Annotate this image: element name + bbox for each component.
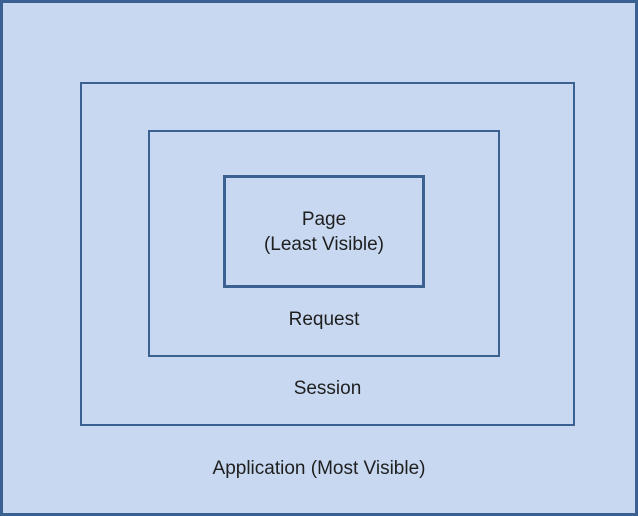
page-label-line1: Page — [301, 208, 347, 230]
application-label-zone: Application (Most Visible) — [3, 423, 635, 513]
application-label: Application (Most Visible) — [212, 457, 426, 479]
page-label-line2: (Least Visible) — [263, 233, 385, 255]
session-label: Session — [293, 378, 362, 399]
request-label: Request — [288, 309, 360, 330]
session-box — [80, 82, 575, 426]
request-box — [148, 130, 500, 357]
page-box: Page (Least Visible) — [223, 175, 425, 288]
session-label-zone: Session — [80, 354, 575, 423]
request-label-zone: Request — [148, 285, 500, 354]
